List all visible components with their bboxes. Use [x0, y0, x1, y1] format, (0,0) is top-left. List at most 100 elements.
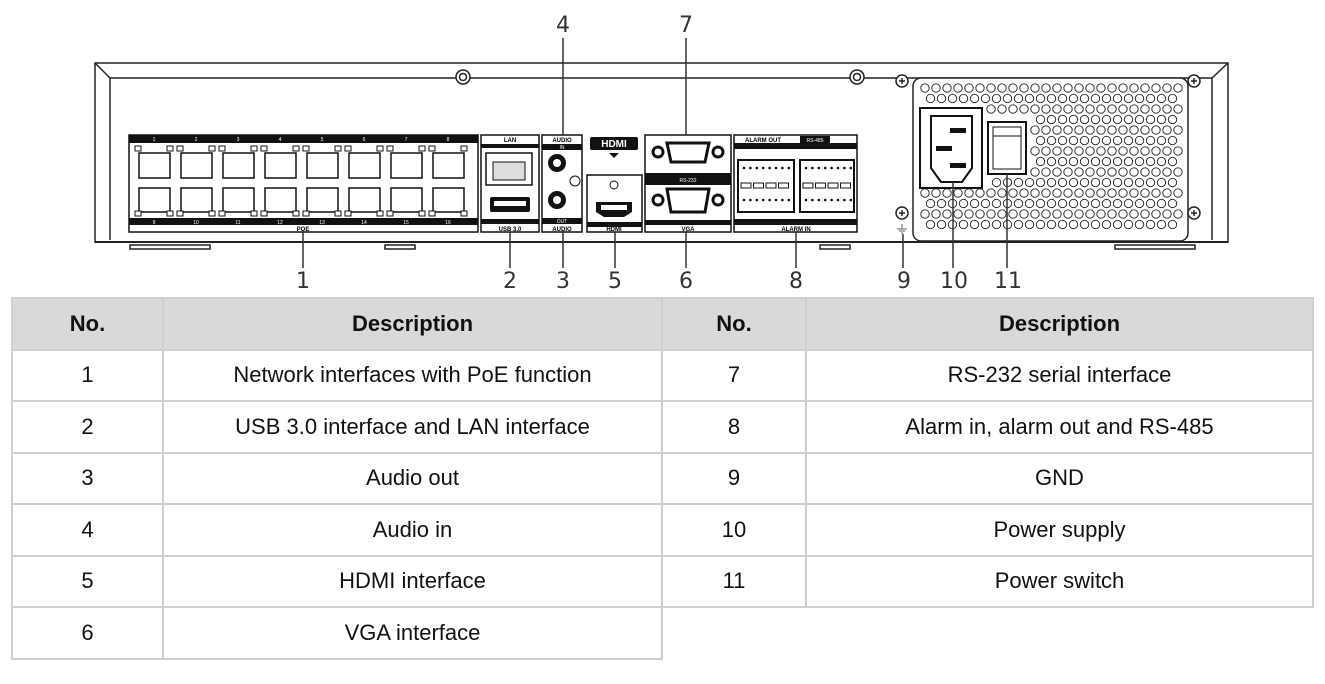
row-no: 4	[11, 503, 164, 557]
hdmi-logo-icon	[590, 137, 638, 150]
ethernet-port-icon	[390, 187, 423, 213]
vga-port-icon	[665, 187, 711, 214]
ethernet-port-icon	[306, 187, 339, 213]
poe-port-number: 9	[153, 220, 156, 226]
poe-port-number: 11	[235, 220, 240, 226]
vga-label: VGA	[681, 227, 695, 233]
row-description: Network interfaces with PoE function	[162, 348, 663, 402]
row-description: Power supply	[805, 503, 1314, 557]
callout-4: 4	[556, 13, 570, 38]
ethernet-port-icon	[348, 152, 381, 179]
poe-port-number: 12	[277, 220, 283, 226]
vent-grille	[920, 83, 1183, 230]
poe-port-number: 8	[447, 137, 450, 143]
callout-11: 11	[994, 269, 1022, 294]
poe-label: POE	[297, 227, 310, 233]
ethernet-port-icon	[348, 187, 381, 213]
alarm-in-label: ALARM IN	[781, 227, 810, 233]
callout-8: 8	[789, 269, 803, 294]
row-no: 9	[661, 451, 807, 505]
poe-port-number: 6	[363, 137, 366, 143]
alarm-block: ALARM OUT RS-485 ALARM IN	[733, 134, 858, 233]
poe-port-number: 2	[195, 137, 198, 143]
ethernet-port-icon	[432, 152, 465, 179]
callout-lines	[302, 38, 1008, 268]
poe-port-number: 15	[403, 220, 409, 226]
header-description: Description	[805, 297, 1314, 351]
row-no: 11	[661, 554, 807, 608]
ethernet-port-icon	[222, 152, 255, 179]
power-supply-block	[912, 77, 1189, 242]
screw-icon	[455, 69, 865, 85]
hdmi-label: HDMI	[606, 227, 622, 233]
row-no: 7	[661, 348, 807, 402]
poe-port-number: 16	[445, 220, 451, 226]
callout-9: 9	[897, 269, 911, 294]
poe-port-number: 4	[279, 137, 282, 143]
ethernet-port-icon	[180, 152, 213, 179]
row-description: RS-232 serial interface	[805, 348, 1314, 402]
table-header-row: No. Description No. Description	[11, 297, 1314, 351]
callout-5: 5	[608, 269, 622, 294]
usb-label: USB 3.0	[499, 227, 522, 233]
rs232-port-icon	[665, 141, 711, 164]
row-no: 6	[11, 606, 164, 660]
poe-port-number: 7	[405, 137, 408, 143]
callout-numbers: 1 2 3 4 5 6 7 8 9 10 11	[296, 13, 1022, 294]
lan-label: LAN	[504, 138, 516, 144]
row-no: 3	[11, 451, 164, 505]
rs232-label: RS-232	[680, 178, 697, 184]
poe-port-number: 14	[361, 220, 367, 226]
row-no: 5	[11, 554, 164, 608]
header-description: Description	[162, 297, 663, 351]
table-row: 5 HDMI interface 11 Power switch	[11, 554, 1314, 608]
table-row: 4 Audio in 10 Power supply	[11, 503, 1314, 557]
ethernet-port-icon	[180, 187, 213, 213]
audio-out-label: OUT	[557, 219, 568, 225]
ethernet-port-icon	[222, 187, 255, 213]
row-description: USB 3.0 interface and LAN interface	[162, 400, 663, 454]
table-row: 6 VGA interface	[11, 606, 1313, 660]
ethernet-port-icon	[432, 187, 465, 213]
poe-port-number: 10	[193, 220, 199, 226]
poe-port-number: 5	[321, 137, 324, 143]
poe-port-number: 1	[153, 137, 156, 143]
ethernet-port-icon	[390, 152, 423, 179]
poe-port-number: 3	[237, 137, 240, 143]
row-no: 10	[661, 503, 807, 557]
row-no: 1	[11, 348, 164, 402]
ethernet-port-icon	[306, 152, 339, 179]
ethernet-port-icon	[264, 187, 297, 213]
table-row: 3 Audio out 9 GND	[11, 451, 1314, 505]
screw-icon	[895, 74, 1201, 220]
ethernet-port-icon	[264, 152, 297, 179]
row-description: Alarm in, alarm out and RS-485	[805, 400, 1314, 454]
ethernet-port-icon	[138, 187, 171, 213]
ground-icon	[897, 224, 907, 234]
poe-port-number: 13	[319, 220, 325, 226]
alarm-out-label: ALARM OUT	[745, 138, 781, 144]
row-description: Audio in	[162, 503, 663, 557]
row-description: GND	[805, 451, 1314, 505]
callout-3: 3	[556, 269, 570, 294]
hdmi-logo-text: HDMI	[601, 139, 627, 150]
rs485-label: RS-485	[807, 138, 824, 144]
row-description: Audio out	[162, 451, 663, 505]
row-description: VGA interface	[162, 606, 663, 660]
lan-usb-block: LAN USB 3.0	[480, 134, 540, 233]
row-description: HDMI interface	[162, 554, 663, 608]
interface-table: No. Description No. Description 1 Networ…	[11, 297, 1314, 660]
chassis	[94, 62, 1229, 250]
rs232-vga-block: RS-232 VGA	[644, 134, 732, 233]
header-no: No.	[11, 297, 164, 351]
row-no: 2	[11, 400, 164, 454]
hdmi-block: HDMI HDMI	[586, 137, 643, 233]
row-description: Power switch	[805, 554, 1314, 608]
poe-port-block: 1 9 2 10 3 11 4 12 5 13 6 14 7 15 8 16 POE	[128, 134, 479, 233]
table-row: 1 Network interfaces with PoE function 7…	[11, 348, 1314, 402]
table-row: 2 USB 3.0 interface and LAN interface 8 …	[11, 400, 1314, 454]
header-no: No.	[661, 297, 807, 351]
callout-6: 6	[679, 269, 693, 294]
row-no: 8	[661, 400, 807, 454]
